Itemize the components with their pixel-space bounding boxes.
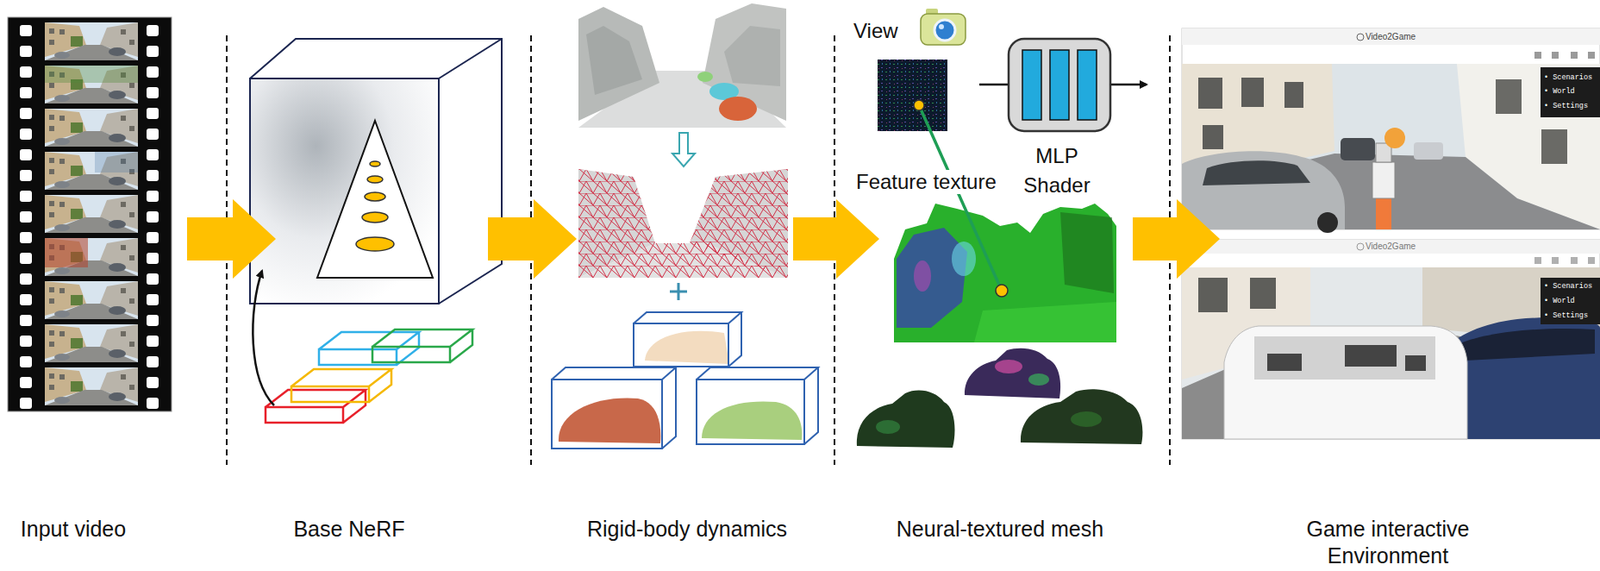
block-arrow — [793, 199, 880, 279]
ui-text: • Scenarios — [1543, 72, 1593, 83]
diagram-label: Feature texture — [853, 169, 1000, 194]
down-arrow — [672, 132, 695, 167]
stage-caption: Input video — [20, 515, 126, 543]
scene-mesh — [578, 3, 787, 128]
wireframe-mesh — [578, 168, 788, 278]
ui-text: • Settings — [1543, 310, 1588, 321]
camera-icon — [920, 8, 966, 45]
film-strip — [7, 17, 172, 412]
block-arrow — [1132, 199, 1220, 279]
ui-text: Video2Game — [1365, 240, 1416, 253]
stage-caption: Neural-textured mesh — [896, 515, 1104, 543]
nerf-cube — [250, 38, 502, 304]
game-screenshot — [1181, 28, 1600, 233]
mlp-shader — [979, 38, 1147, 132]
game-screenshot — [1181, 239, 1600, 439]
object-boxes — [551, 312, 819, 449]
stage-caption: Base NeRF — [293, 515, 405, 543]
textured-cars — [856, 348, 1144, 448]
stage-caption: Rigid-body dynamics — [587, 515, 788, 543]
stage-separator — [226, 35, 1170, 465]
diagram-label: View — [853, 18, 899, 44]
stage-panel: Neural-textured mesh — [879, 3, 1133, 568]
block-arrow — [487, 199, 577, 279]
ray-samples — [252, 270, 473, 423]
ui-text: • Scenarios — [1543, 281, 1593, 292]
stage-panel: Game interactive Environment — [1219, 3, 1597, 568]
stage-caption: Game interactive Environment — [1284, 515, 1492, 569]
neural-mesh — [893, 100, 1117, 343]
feature-texture — [877, 59, 948, 132]
ui-text: Video2Game — [1365, 31, 1416, 44]
plus-sign — [669, 282, 688, 300]
diagram-label: MLP Shader — [1013, 141, 1100, 200]
stage-panel: Base NeRF — [275, 3, 488, 568]
stage-panel: Input video — [0, 3, 188, 568]
ui-text: • World — [1543, 86, 1575, 97]
block-arrow — [187, 199, 276, 279]
ui-text: • Settings — [1543, 100, 1588, 112]
stage-panel: Rigid-body dynamics — [576, 3, 794, 568]
ui-text: • World — [1543, 295, 1575, 307]
